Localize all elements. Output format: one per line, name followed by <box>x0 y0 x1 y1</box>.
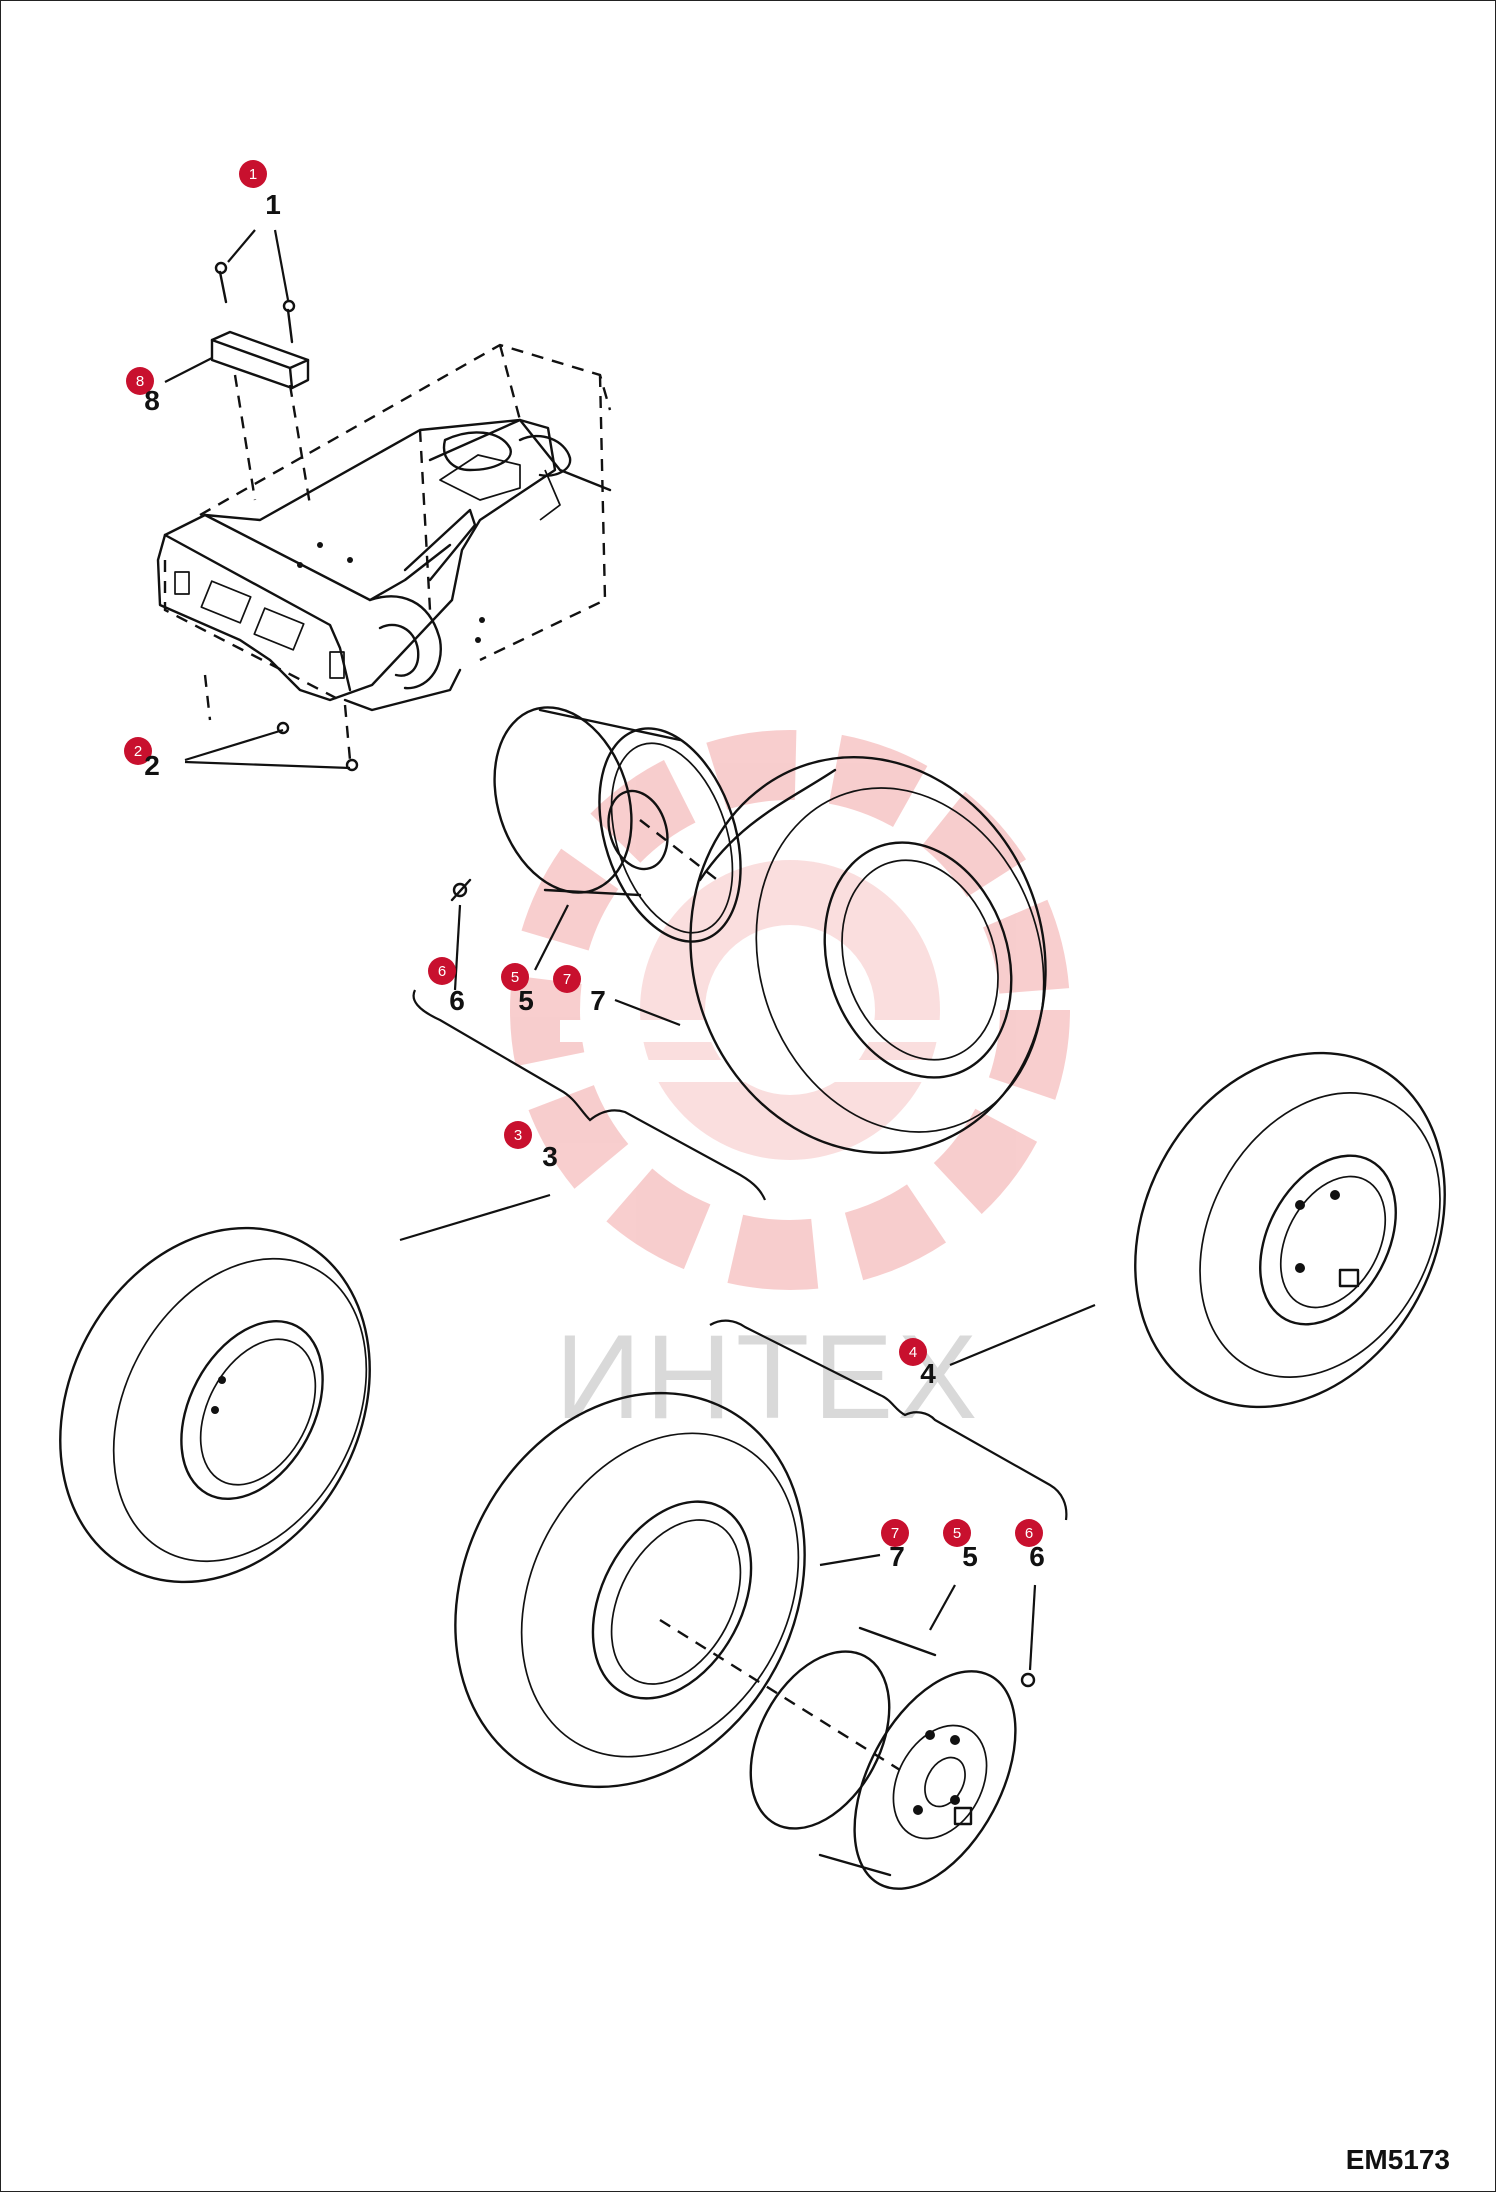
callout-badge <box>428 957 456 985</box>
callout-badge-text: 6 <box>1025 1525 1033 1542</box>
callout-number: 6 <box>1029 1541 1045 1572</box>
callout-number: 5 <box>962 1541 978 1572</box>
callout-number: 4 <box>920 1358 936 1389</box>
valve-stem-lower <box>1020 1672 1036 1688</box>
valve-stem-upper <box>450 878 472 902</box>
callout-badge <box>553 965 581 993</box>
callout-8: 8 8 <box>126 367 160 416</box>
callout-badge-text: 5 <box>953 1525 961 1542</box>
callout-badge-text: 5 <box>511 969 519 986</box>
rim-lower <box>659 1618 1017 1890</box>
callout-number: 2 <box>144 750 160 781</box>
callout-badge <box>126 367 154 395</box>
watermark-logo <box>510 730 1070 1290</box>
callout-badge-text: 7 <box>563 971 571 988</box>
callout-badge-text: 3 <box>514 1127 522 1144</box>
bolt-bottom <box>276 721 359 772</box>
callout-badge-text: 4 <box>909 1344 917 1361</box>
callout-number: 7 <box>590 985 606 1016</box>
callout-4: 4 4 <box>899 1338 936 1389</box>
tire-upper <box>689 756 1047 1154</box>
callout-badge-text: 8 <box>136 373 144 390</box>
callout-badge <box>1015 1519 1043 1547</box>
callout-number: 1 <box>265 189 281 220</box>
callout-badge <box>239 160 267 188</box>
drawing-code: EM5173 <box>1345 2144 1450 2175</box>
callout-6-lower: 6 6 <box>1015 1519 1045 1572</box>
callout-2: 2 2 <box>124 737 160 781</box>
callout-7-lower: 7 7 <box>881 1519 909 1572</box>
callout-3: 3 3 <box>504 1121 558 1172</box>
callout-5-lower: 5 5 <box>943 1519 978 1572</box>
bolt-top-right <box>282 299 296 344</box>
tire-right <box>1134 1051 1446 1409</box>
callout-badge-text: 1 <box>249 166 257 183</box>
callout-number: 8 <box>144 385 160 416</box>
callout-number: 3 <box>542 1141 558 1172</box>
callout-number: 7 <box>889 1541 905 1572</box>
callout-badge-text: 6 <box>438 963 446 980</box>
callout-5-upper: 5 5 <box>501 963 534 1016</box>
watermark-text: ИНТЕХ <box>555 1310 981 1444</box>
callout-badge-text: 2 <box>134 743 142 760</box>
callout-badge <box>504 1121 532 1149</box>
machine-frame <box>156 343 612 761</box>
callout-badge <box>124 737 152 765</box>
leader-lines <box>164 229 1096 1671</box>
callout-6-upper: 6 6 <box>428 957 465 1016</box>
callout-number: 5 <box>518 985 534 1016</box>
callout-badge <box>943 1519 971 1547</box>
callout-number: 6 <box>449 985 465 1016</box>
callout-7-upper: 7 7 <box>553 965 606 1016</box>
callout-badge <box>881 1519 909 1547</box>
callout-badge-text: 7 <box>891 1525 899 1542</box>
tire-lower <box>454 1391 806 1789</box>
callout-badge <box>899 1338 927 1366</box>
callout-1: 1 1 <box>239 160 281 220</box>
tire-left <box>59 1226 371 1584</box>
bolt-top-left <box>214 261 228 304</box>
callout-badge <box>501 963 529 991</box>
rubber-pad <box>210 330 310 390</box>
